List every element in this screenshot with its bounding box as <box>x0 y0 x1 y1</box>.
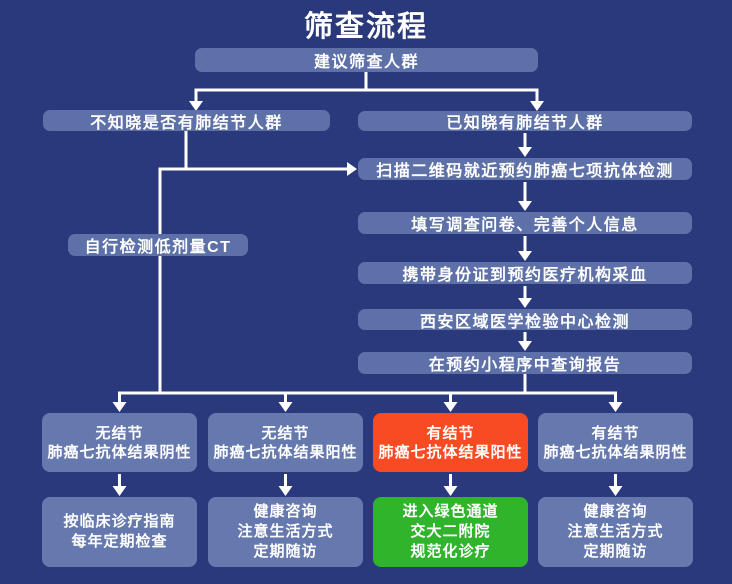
action-line: 按临床诊疗指南 <box>63 513 176 530</box>
node-result-no-nodule-negative: 无结节 肺癌七抗体结果阴性 <box>42 413 197 472</box>
node-suggested-population: 建议筛查人群 <box>195 48 538 72</box>
action-line: 定期随访 <box>583 543 648 560</box>
node-result-nodule-negative: 有结节 肺癌七抗体结果阴性 <box>538 413 693 472</box>
node-action-health-advice-left: 健康咨询 注意生活方式 定期随访 <box>208 497 363 567</box>
node-step-lab-test: 西安区域医学检验中心检测 <box>358 309 692 331</box>
action-line: 健康咨询 <box>253 503 318 520</box>
node-self-low-dose-ct: 自行检测低剂量CT <box>68 234 248 256</box>
result-line: 肺癌七抗体结果阳性 <box>378 443 523 461</box>
result-line: 肺癌七抗体结果阴性 <box>543 443 688 461</box>
node-unknown-nodule-group: 不知晓是否有肺结节人群 <box>43 110 330 132</box>
action-line: 注意生活方式 <box>237 523 334 540</box>
node-action-health-advice-right: 健康咨询 注意生活方式 定期随访 <box>538 497 693 567</box>
node-step-questionnaire: 填写调查问卷、完善个人信息 <box>358 212 692 234</box>
action-line: 健康咨询 <box>583 503 648 520</box>
action-line: 进入绿色通道 <box>402 503 499 520</box>
page-title: 筛查流程 <box>303 11 428 43</box>
result-line: 肺癌七抗体结果阳性 <box>213 443 358 461</box>
node-step-blood-draw: 携带身份证到预约医疗机构采血 <box>358 262 692 284</box>
node-step-check-report: 在预约小程序中查询报告 <box>358 352 692 374</box>
result-line: 无结节 <box>261 424 310 442</box>
result-line: 肺癌七抗体结果阴性 <box>47 443 192 461</box>
action-line: 交大二附院 <box>410 523 491 540</box>
action-line: 每年定期检查 <box>71 533 168 550</box>
action-line: 定期随访 <box>253 543 318 560</box>
node-result-no-nodule-positive: 无结节 肺癌七抗体结果阳性 <box>208 413 363 472</box>
node-action-green-channel: 进入绿色通道 交大二附院 规范化诊疗 <box>373 497 528 567</box>
result-line: 有结节 <box>591 424 640 442</box>
node-action-clinical-guideline: 按临床诊疗指南 每年定期检查 <box>42 497 197 567</box>
action-line: 注意生活方式 <box>567 523 664 540</box>
action-line: 规范化诊疗 <box>410 543 491 560</box>
result-line: 无结节 <box>95 424 144 442</box>
result-line: 有结节 <box>426 424 475 442</box>
node-step-scan-qr: 扫描二维码就近预约肺癌七项抗体检测 <box>358 158 692 180</box>
node-result-nodule-positive: 有结节 肺癌七抗体结果阳性 <box>373 413 528 472</box>
node-known-nodule-group: 已知晓有肺结节人群 <box>358 111 692 132</box>
